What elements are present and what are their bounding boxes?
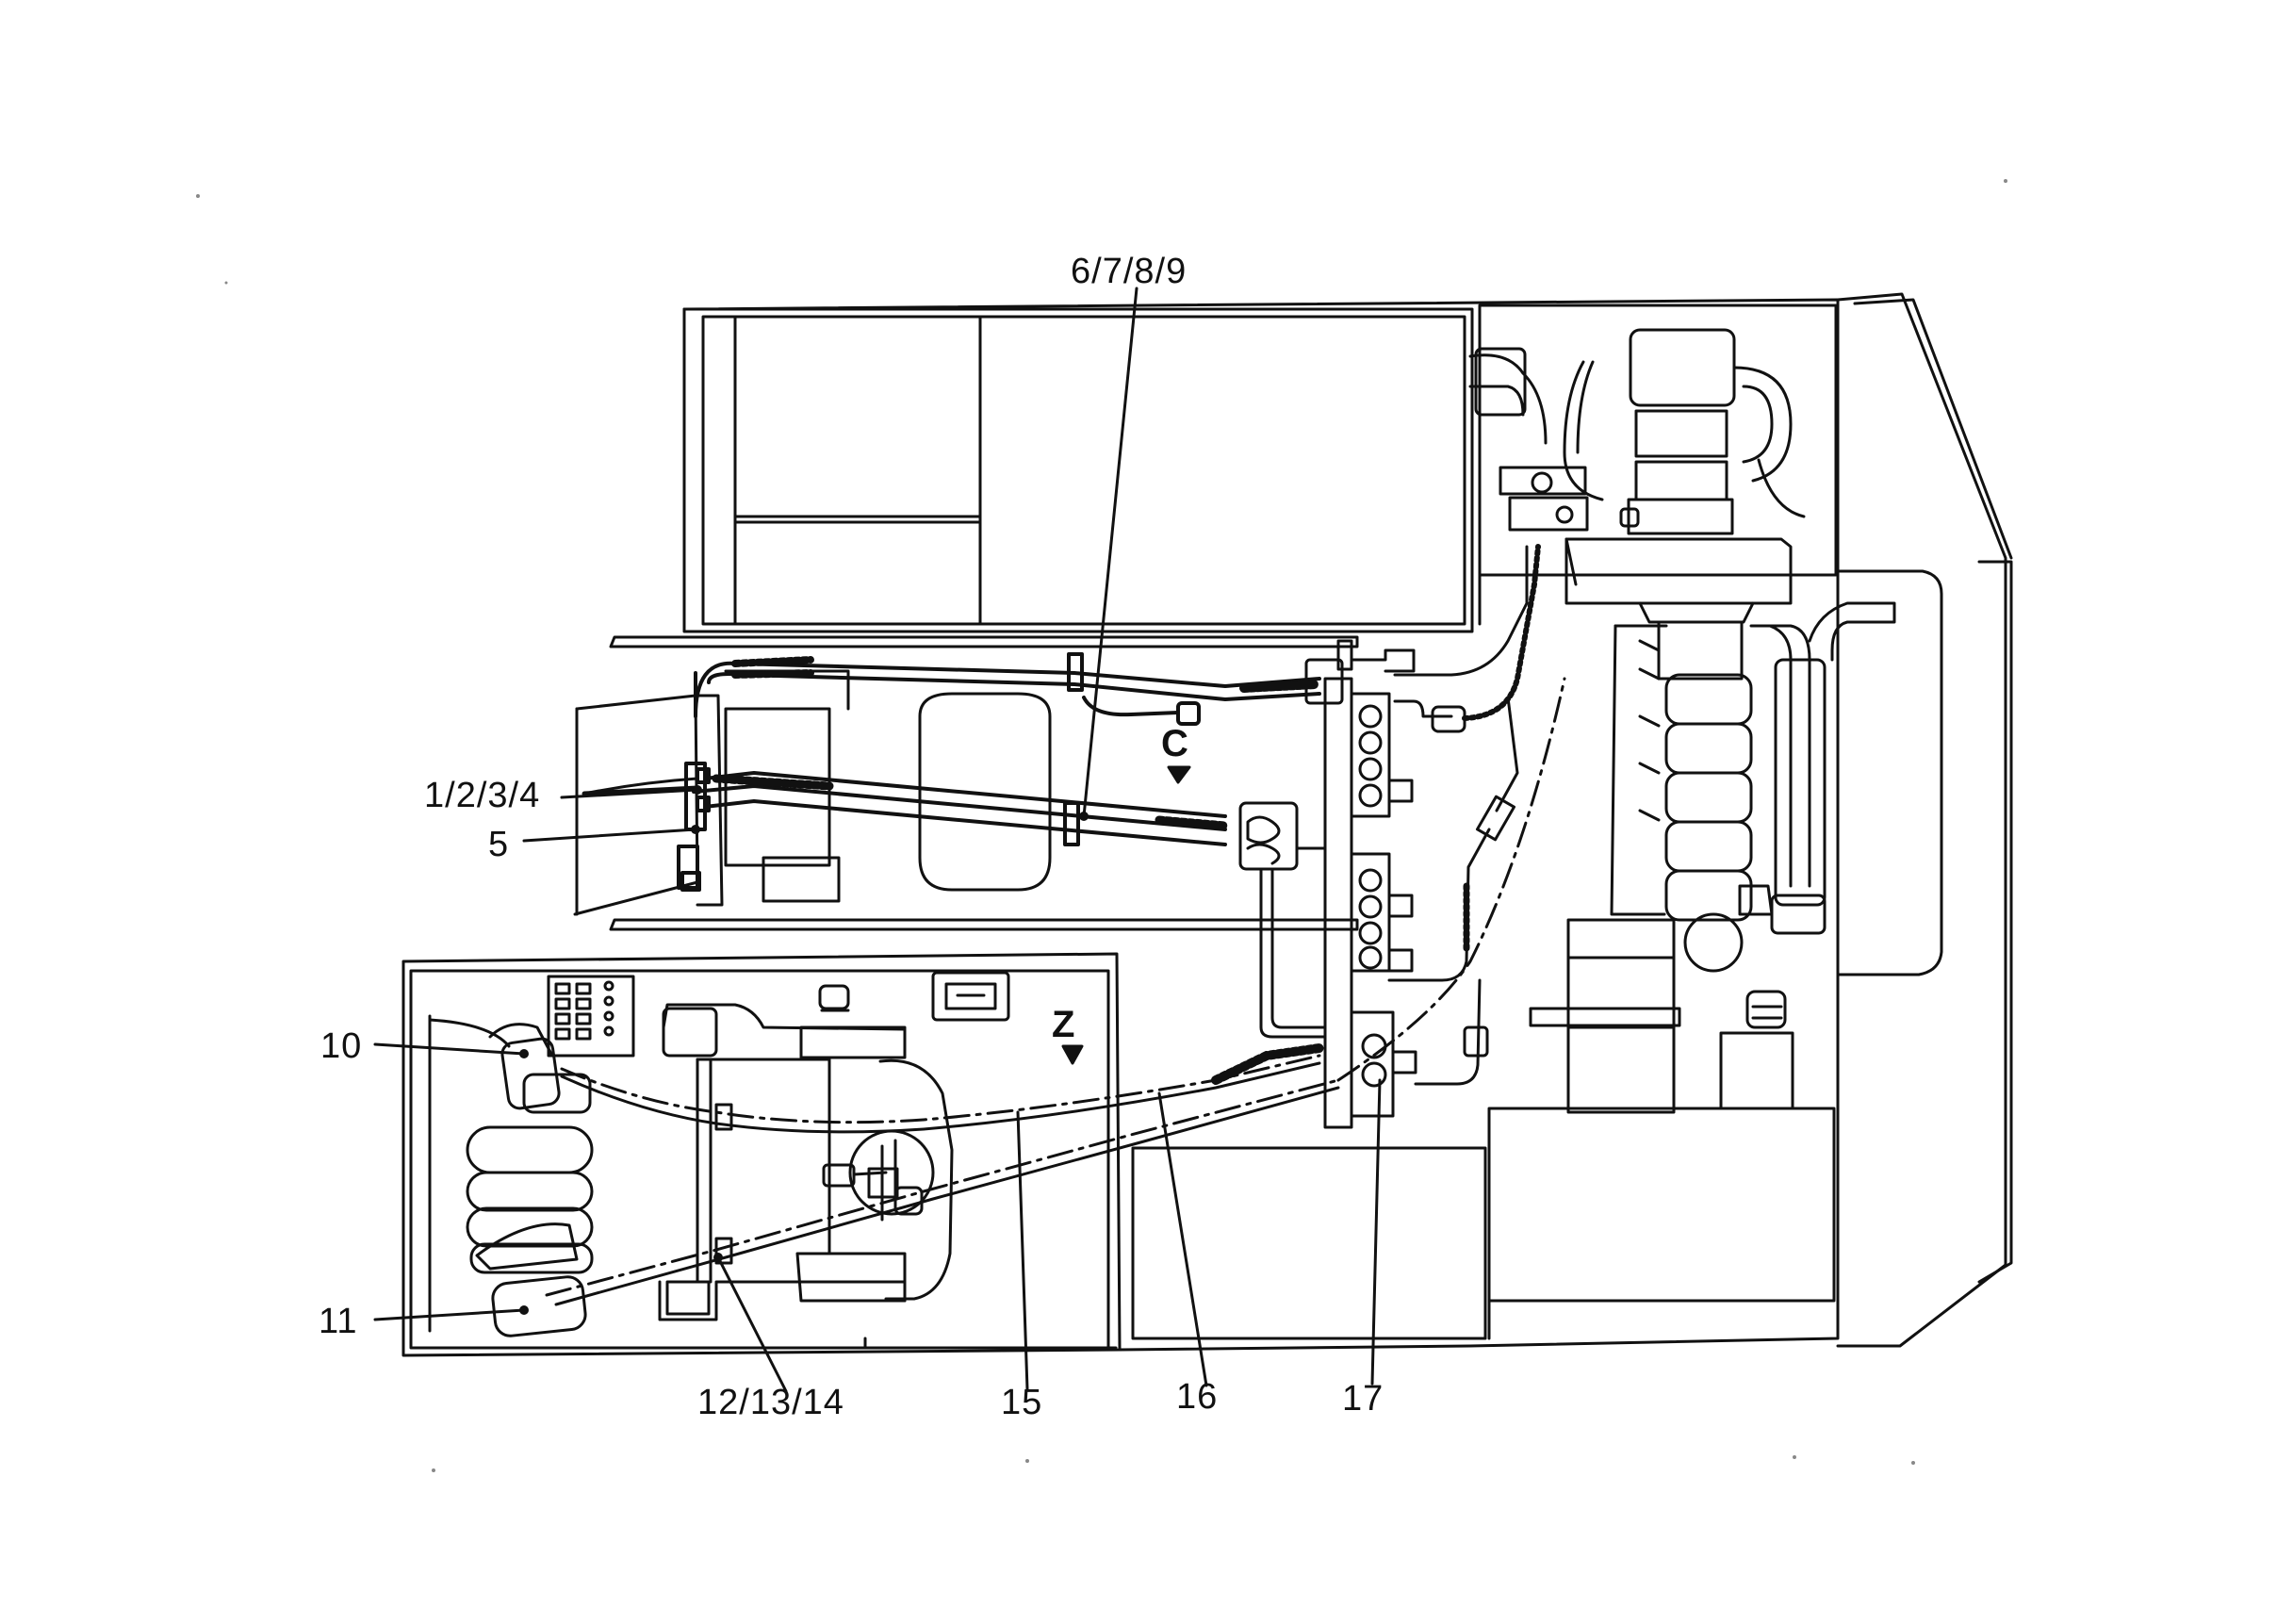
cab-interior [409, 969, 1487, 1350]
callout-12-13-14: 12/13/14 [697, 1383, 844, 1422]
leader-dots [519, 785, 1089, 1315]
callout-6-7-8-9: 6/7/8/9 [1071, 252, 1187, 291]
view-marker-c: C [1161, 723, 1188, 764]
upper-hoses [582, 652, 1321, 892]
leader-lines [373, 287, 1382, 1393]
callout-17: 17 [1342, 1379, 1384, 1419]
scan-speckles [196, 179, 2007, 1472]
engine-block [1487, 537, 1896, 1340]
control-lines [545, 677, 1566, 1306]
callout-5: 5 [488, 825, 509, 864]
engine-compartment [1468, 303, 1838, 577]
callout-16: 16 [1176, 1377, 1218, 1417]
callout-1-2-3-4: 1/2/3/4 [424, 776, 540, 815]
callout-10: 10 [320, 1026, 362, 1066]
top-tank-box [682, 307, 1482, 633]
callout-labels: 6/7/8/9 1/2/3/4 5 10 11 12/13/14 15 16 1… [319, 252, 1384, 1422]
view-marker-z: Z [1052, 1004, 1074, 1045]
callout-15: 15 [1001, 1383, 1042, 1422]
central-valve-bank [1238, 544, 1541, 1129]
callout-11: 11 [319, 1302, 357, 1341]
machine-outline [401, 292, 2013, 1357]
